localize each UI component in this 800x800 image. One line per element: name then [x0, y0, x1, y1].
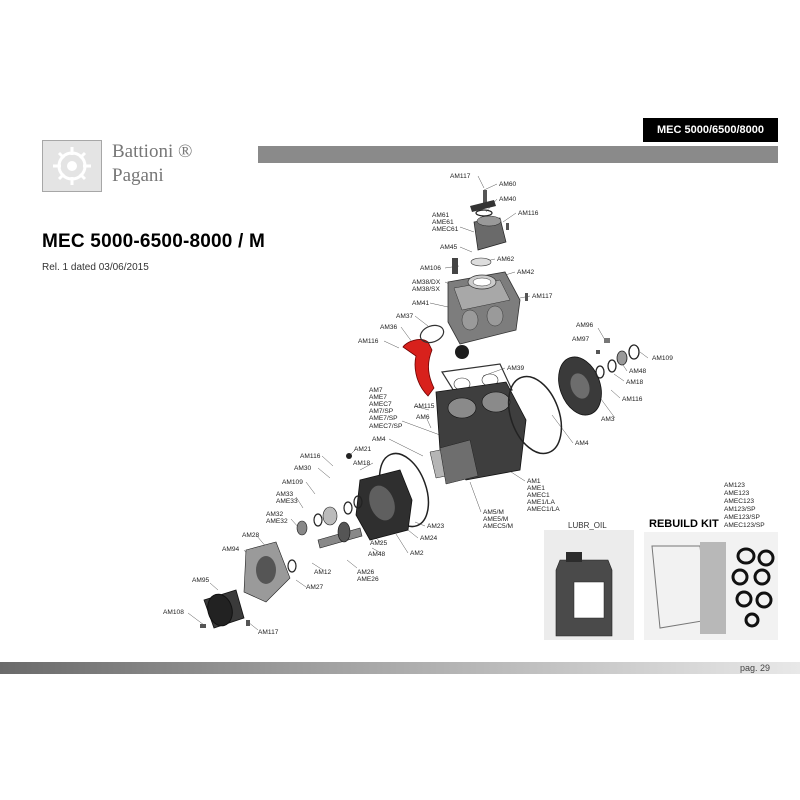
label-am116-right: AM116 — [622, 396, 643, 403]
label-am39: AM39 — [507, 365, 525, 372]
label-ame1la: AME1/LA — [527, 499, 555, 506]
pump-body — [429, 381, 527, 485]
label-am117-mid: AM117 — [532, 293, 553, 300]
label-am108: AM108 — [163, 609, 184, 616]
label-am116-top: AM116 — [518, 210, 539, 217]
label-amec1la: AMEC1/LA — [527, 506, 560, 513]
kit-code-5: AME123/SP — [724, 514, 761, 521]
label-am116-mid: AM116 — [300, 453, 321, 460]
label-am5m: AM5/M — [483, 509, 504, 516]
drive-housing — [343, 453, 413, 541]
label-am38dx: AM38/DX — [412, 279, 441, 286]
part-labels: AM117 AM60 AM40 AM116 AM61 AME61 AMEC61 … — [163, 173, 765, 636]
label-ame26: AME26 — [357, 576, 379, 583]
rebuild-kit-title: REBUILD KIT — [649, 518, 719, 530]
label-am94: AM94 — [222, 546, 240, 553]
label-am7: AM7 — [369, 387, 383, 394]
footer-bar — [0, 662, 800, 674]
label-am115: AM115 — [414, 403, 435, 410]
label-am48-left: AM48 — [368, 551, 386, 558]
label-amec5m: AMEC5/M — [483, 523, 513, 530]
label-am7sp: AM7/SP — [369, 408, 394, 415]
brand-name: Battioni ® Pagani — [112, 140, 192, 188]
label-am48-right: AM48 — [629, 368, 647, 375]
label-am27: AM27 — [306, 584, 324, 591]
label-amec7sp: AMEC7/SP — [369, 423, 403, 430]
label-am21: AM21 — [354, 446, 372, 453]
kit-code-2: AME123 — [724, 490, 750, 497]
flange-and-bell — [200, 541, 291, 629]
label-am33: AM33 — [276, 491, 294, 498]
label-am32: AM32 — [266, 511, 284, 518]
label-am42: AM42 — [517, 269, 535, 276]
label-am116-left: AM116 — [358, 338, 379, 345]
kit-code-3: AMEC123 — [724, 498, 754, 505]
label-ame7sp: AME7/SP — [369, 415, 398, 422]
label-am106: AM106 — [420, 265, 441, 272]
kit-code-6: AMEC123/SP — [724, 522, 765, 529]
large-gasket — [507, 375, 563, 455]
label-am18-left: AM18 — [353, 460, 371, 467]
label-am62: AM62 — [497, 256, 515, 263]
label-am60: AM60 — [499, 181, 517, 188]
lubricant-label: LUBR_OIL — [568, 521, 607, 530]
label-am38sx: AM38/SX — [412, 286, 440, 293]
label-am40: AM40 — [499, 196, 517, 203]
label-am117-bottom: AM117 — [258, 629, 279, 636]
label-am109-left: AM109 — [282, 479, 303, 486]
model-badge: MEC 5000/6500/8000 — [643, 118, 778, 142]
valve-assembly — [452, 190, 528, 359]
label-ame61: AME61 — [432, 219, 454, 226]
brand-line-2: Pagani — [112, 165, 164, 186]
shaft-assembly — [287, 506, 363, 573]
label-ame32: AME32 — [266, 518, 288, 525]
revision-note: Rel. 1 dated 03/06/2015 — [42, 262, 149, 273]
label-am45: AM45 — [440, 244, 458, 251]
label-am12: AM12 — [314, 569, 332, 576]
label-am3: AM3 — [601, 416, 615, 423]
label-am61: AM61 — [432, 212, 450, 219]
label-am26: AM26 — [357, 569, 375, 576]
label-ame5m: AME5/M — [483, 516, 508, 523]
label-am2: AM2 — [410, 550, 424, 557]
label-am6: AM6 — [416, 414, 430, 421]
label-amec1: AMEC1 — [527, 492, 550, 499]
kit-code-1: AM123 — [724, 482, 745, 489]
inlet-elbow — [402, 339, 435, 397]
label-am4-right: AM4 — [575, 440, 589, 447]
header-bar — [258, 146, 778, 163]
label-am28: AM28 — [242, 532, 260, 539]
label-am24: AM24 — [420, 535, 438, 542]
label-am117-top: AM117 — [450, 173, 471, 180]
label-am97: AM97 — [572, 336, 590, 343]
label-am25: AM25 — [370, 540, 388, 547]
label-ame7: AME7 — [369, 394, 387, 401]
label-am95: AM95 — [192, 577, 210, 584]
label-am109-right: AM109 — [652, 355, 673, 362]
label-am30: AM30 — [294, 465, 312, 472]
diaphragm-cover — [558, 338, 640, 416]
kit-code-4: AM123/SP — [724, 506, 756, 513]
label-amec61: AMEC61 — [432, 226, 459, 233]
page-number: pag. 29 — [739, 663, 770, 673]
rebuild-kit-illustration — [644, 532, 778, 640]
label-am18-right: AM18 — [626, 379, 644, 386]
cover-assembly — [447, 271, 521, 345]
label-ame1: AME1 — [527, 485, 545, 492]
lubricant-canister — [544, 530, 634, 640]
label-am37: AM37 — [396, 313, 414, 320]
label-amec7: AMEC7 — [369, 401, 392, 408]
label-am96: AM96 — [576, 322, 594, 329]
label-am23: AM23 — [427, 523, 445, 530]
label-am4-left: AM4 — [372, 436, 386, 443]
brand-line-1: Battioni ® — [112, 141, 193, 162]
label-ame33: AME33 — [276, 498, 298, 505]
brand-logo — [42, 140, 102, 192]
gear-icon — [53, 147, 91, 185]
label-am1: AM1 — [527, 478, 541, 485]
document-title: MEC 5000-6500-8000 / M — [42, 231, 266, 252]
label-am41: AM41 — [412, 300, 430, 307]
label-am36: AM36 — [380, 324, 398, 331]
